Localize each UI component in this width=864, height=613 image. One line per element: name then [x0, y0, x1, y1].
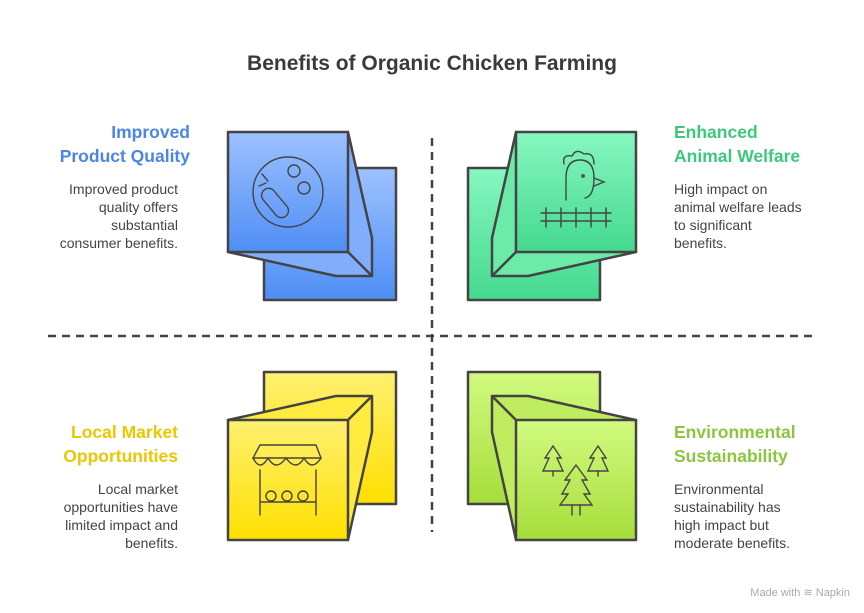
- description-line: limited impact and: [65, 517, 178, 533]
- description-line: quality offers: [98, 199, 178, 215]
- heading-enhanced-animal-welfare: Enhanced Animal Welfare: [674, 120, 854, 168]
- description-line: to significant: [674, 217, 752, 233]
- description-local-market-opportunities: Local market opportunities have limited …: [8, 480, 178, 552]
- card-enhanced-animal-welfare: [466, 130, 638, 302]
- heading-improved-product-quality: Improved Product Quality: [20, 120, 190, 168]
- heading-line: Product Quality: [59, 146, 190, 166]
- napkin-watermark: Made with ≋ Napkin: [750, 587, 850, 599]
- description-line: benefits.: [125, 535, 178, 551]
- trees-icon: [541, 444, 610, 516]
- card-improved-product-quality: [226, 130, 398, 302]
- description-line: moderate benefits.: [674, 535, 790, 551]
- description-enhanced-animal-welfare: High impact on animal welfare leads to s…: [674, 180, 854, 252]
- heading-line: Animal Welfare: [674, 146, 801, 166]
- heading-environmental-sustainability: Environmental Sustainability: [674, 420, 854, 468]
- market-stall-icon: [251, 444, 323, 516]
- heading-line: Enhanced: [674, 122, 758, 142]
- description-line: Environmental: [674, 481, 764, 497]
- description-line: consumer benefits.: [59, 235, 178, 251]
- description-improved-product-quality: Improved product quality offers substant…: [20, 180, 178, 252]
- description-line: benefits.: [674, 235, 727, 251]
- description-line: substantial: [111, 217, 178, 233]
- heading-local-market-opportunities: Local Market Opportunities: [8, 420, 178, 468]
- description-line: Local market: [97, 481, 178, 497]
- heading-line: Opportunities: [63, 446, 178, 466]
- description-line: sustainability has: [674, 499, 781, 515]
- heading-line: Improved: [111, 122, 190, 142]
- description-line: High impact on: [674, 181, 768, 197]
- chicken-fence-icon: [540, 150, 612, 228]
- heading-line: Environmental: [674, 422, 796, 442]
- description-line: opportunities have: [63, 499, 178, 515]
- heading-line: Sustainability: [674, 446, 788, 466]
- card-environmental-sustainability: [466, 370, 638, 542]
- carrot-vegetables-icon: [252, 156, 324, 228]
- page-title: Benefits of Organic Chicken Farming: [247, 52, 617, 75]
- description-line: high impact but: [674, 517, 769, 533]
- description-environmental-sustainability: Environmental sustainability has high im…: [674, 480, 854, 552]
- heading-line: Local Market: [71, 422, 178, 442]
- description-line: Improved product: [69, 181, 178, 197]
- description-line: animal welfare leads: [674, 199, 802, 215]
- card-local-market-opportunities: [226, 370, 398, 542]
